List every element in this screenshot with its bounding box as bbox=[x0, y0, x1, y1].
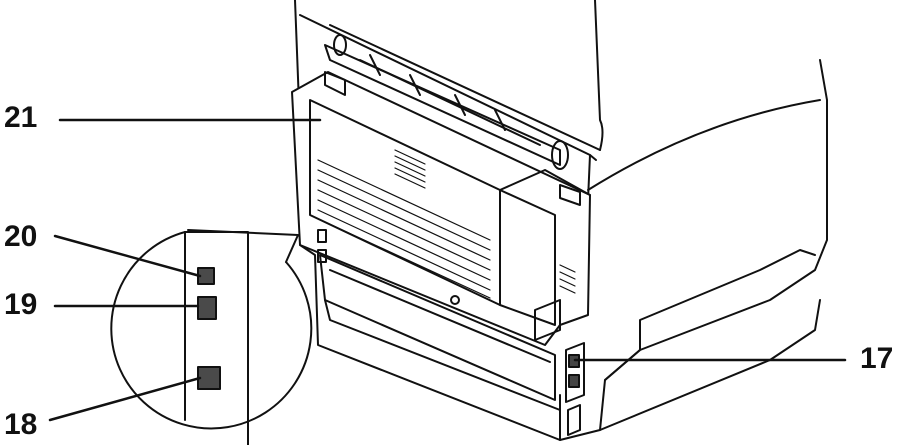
vent-grille bbox=[317, 149, 576, 299]
callout-19: 19 bbox=[4, 288, 38, 321]
leader-18 bbox=[48, 376, 202, 422]
interface-port-18 bbox=[197, 366, 221, 390]
paper-cassette bbox=[317, 229, 561, 411]
callout-20: 20 bbox=[4, 220, 38, 253]
leader-lines bbox=[48, 118, 847, 422]
leader-20 bbox=[53, 234, 202, 278]
magnified-interface-panel bbox=[110, 229, 313, 445]
callout-21: 21 bbox=[4, 101, 38, 134]
interface-port-19 bbox=[197, 296, 217, 320]
paper-exit-slot bbox=[324, 34, 569, 170]
duplex-unit bbox=[291, 71, 591, 346]
callout-17: 17 bbox=[860, 342, 894, 375]
callout-18: 18 bbox=[4, 408, 38, 441]
power-connector bbox=[565, 342, 585, 436]
